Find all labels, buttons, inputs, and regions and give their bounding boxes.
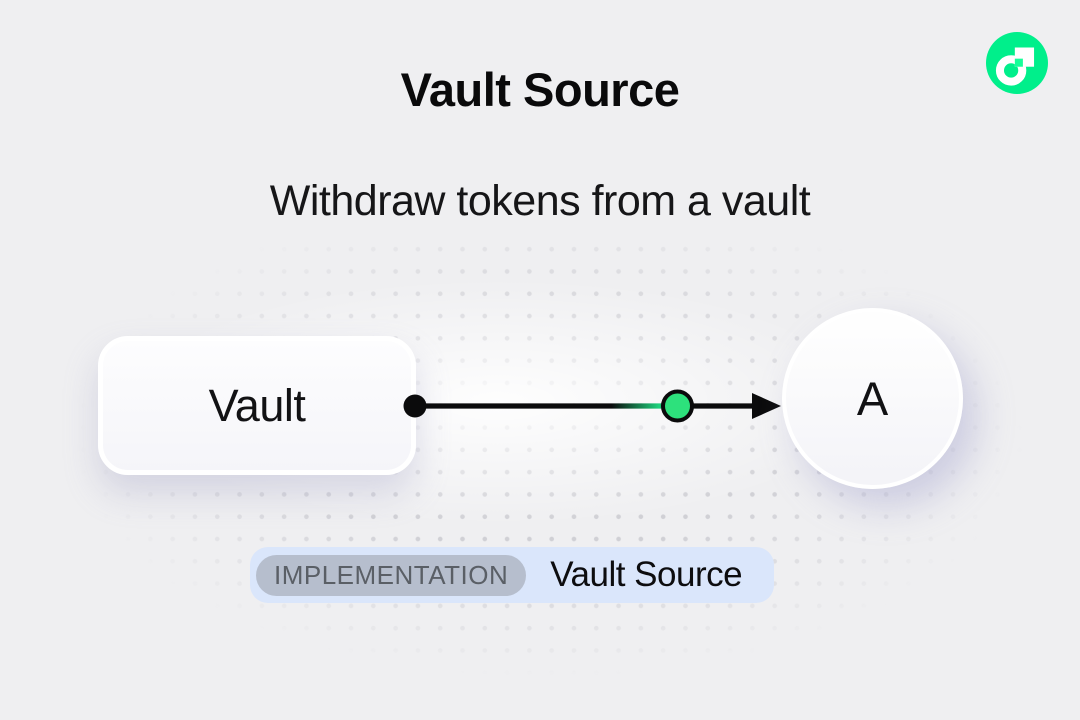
page-title: Vault Source xyxy=(400,63,680,116)
vault-node: Vault xyxy=(98,336,416,475)
implementation-tag-pill: IMPLEMENTATION xyxy=(256,554,527,596)
recipient-node-label: A xyxy=(856,372,889,425)
flow-logo-notch xyxy=(1014,58,1023,67)
edge-token-marker xyxy=(661,389,694,423)
recipient-node: A xyxy=(782,308,963,489)
flow-logo-ring xyxy=(995,55,1027,86)
vault-node-label: Vault xyxy=(208,379,306,431)
page-subtitle: Withdraw tokens from a vault xyxy=(269,177,811,225)
connector-arrow xyxy=(403,389,781,423)
implementation-badge: IMPLEMENTATION Vault Source xyxy=(250,547,775,603)
edge-start-dot xyxy=(403,394,427,418)
edge-arrowhead-icon xyxy=(752,393,781,419)
flow-logo-icon xyxy=(986,32,1048,94)
implementation-label: Vault Source xyxy=(550,555,743,594)
